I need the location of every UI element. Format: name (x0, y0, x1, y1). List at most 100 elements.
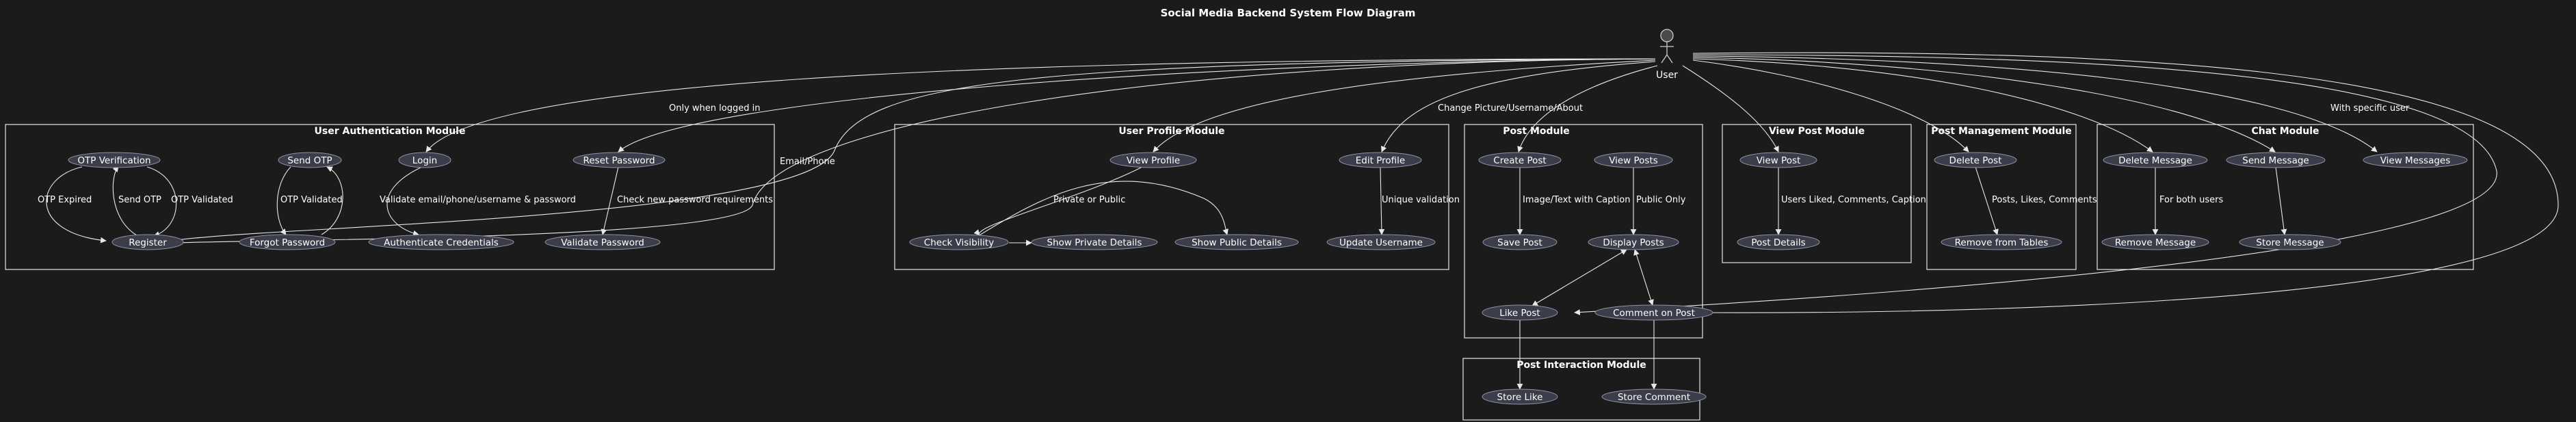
usecase-display-posts[interactable]: Display Posts (1588, 234, 1679, 250)
edge-user-view-profile (1153, 60, 1656, 153)
usecase-view-post[interactable]: View Post (1739, 152, 1817, 168)
edge-sendotp-forgot (276, 166, 291, 235)
edge-label: Change Picture/Username/About (1438, 103, 1583, 114)
usecase-show-private-details[interactable]: Show Private Details (1031, 234, 1158, 250)
svg-text:Display Posts: Display Posts (1603, 237, 1664, 248)
edge-reset-validate (601, 166, 619, 235)
edge-display-like (1532, 249, 1627, 306)
package-chat: Chat Module (2097, 124, 2474, 270)
actor-head-icon (1660, 29, 1674, 42)
usecase-update-username[interactable]: Update Username (1326, 234, 1436, 250)
usecase-show-public-details[interactable]: Show Public Details (1174, 234, 1299, 250)
usecase-remove-message[interactable]: Remove Message (2101, 234, 2209, 250)
svg-text:Store Message: Store Message (2256, 237, 2324, 248)
usecase-post-details[interactable]: Post Details (1737, 234, 1820, 250)
usecase-store-like[interactable]: Store Like (1482, 388, 1558, 405)
use-cases[interactable]: OTP Verification Send OTP Login Reset Pa… (68, 152, 2468, 405)
usecase-edit-profile[interactable]: Edit Profile (1339, 152, 1422, 168)
svg-text:Send OTP: Send OTP (287, 155, 332, 166)
edge-user-register (170, 58, 1656, 243)
package-title: Chat Module (2251, 126, 2319, 137)
svg-text:Reset Password: Reset Password (583, 155, 655, 166)
usecase-save-post[interactable]: Save Post (1482, 234, 1558, 250)
edge-label: Public Only (1636, 195, 1686, 205)
edge-label: Unique validation (1382, 195, 1460, 205)
actor-user[interactable]: User (1656, 29, 1678, 81)
edge-user-create-post (1517, 65, 1658, 153)
svg-text:Comment on Post: Comment on Post (1613, 308, 1695, 319)
package-title: Post Management Module (1931, 126, 2072, 137)
usecase-register[interactable]: Register (111, 234, 184, 250)
svg-text:View Post: View Post (1757, 155, 1801, 166)
usecase-forgot-password[interactable]: Forgot Password (239, 234, 336, 250)
package-title: View Post Module (1769, 126, 1865, 137)
package-user-authentication: User Authentication Module (5, 124, 775, 270)
svg-text:Edit Profile: Edit Profile (1356, 155, 1405, 166)
edge-user-delete-message (1692, 58, 2153, 153)
svg-text:Update Username: Update Username (1339, 237, 1423, 248)
svg-text:Authenticate Credentials: Authenticate Credentials (384, 237, 499, 248)
svg-text:Show Private Details: Show Private Details (1047, 237, 1142, 248)
svg-text:Delete Message: Delete Message (2118, 155, 2192, 166)
usecase-remove-from-tables[interactable]: Remove from Tables (1941, 234, 2062, 250)
svg-text:Post Details: Post Details (1751, 237, 1805, 248)
svg-text:Store Like: Store Like (1497, 392, 1543, 403)
usecase-reset-password[interactable]: Reset Password (573, 152, 666, 168)
svg-text:Delete Post: Delete Post (1949, 155, 2002, 166)
svg-text:Register: Register (129, 237, 167, 248)
usecase-store-message[interactable]: Store Message (2239, 234, 2341, 250)
usecase-otp-verification[interactable]: OTP Verification (68, 152, 161, 168)
package-title: User Profile Module (1118, 126, 1224, 137)
edge-sendmsg-store (2275, 166, 2287, 235)
edge-label: For both users (2159, 195, 2223, 205)
usecase-delete-post[interactable]: Delete Post (1934, 152, 2017, 168)
usecase-validate-password[interactable]: Validate Password (544, 234, 661, 250)
edge-label: OTP Validated (280, 195, 343, 205)
svg-text:View Messages: View Messages (2380, 155, 2451, 166)
usecase-login[interactable]: Login (398, 152, 451, 168)
svg-text:Remove from Tables: Remove from Tables (1955, 237, 2049, 248)
usecase-store-comment[interactable]: Store Comment (1601, 388, 1707, 405)
svg-text:OTP Verification: OTP Verification (77, 155, 150, 166)
actor-label: User (1656, 70, 1678, 81)
edge-user-register-2 (174, 58, 1656, 246)
edge-label: Validate email/phone/username & password (380, 195, 576, 205)
edge-forgot-sendotp (321, 166, 343, 235)
edge-display-comment (1633, 249, 1654, 306)
edge-labels: Only when logged in Email/Phone Change P… (38, 103, 2410, 205)
edge-user-delete-post (1692, 60, 1969, 153)
edge-label: Private or Public (1053, 195, 1125, 205)
usecase-authenticate-credentials[interactable]: Authenticate Credentials (368, 234, 514, 250)
edge-label: Image/Text with Caption (1523, 195, 1630, 205)
package-title: Post Interaction Module (1516, 360, 1646, 371)
edge-user-view-messages (1692, 55, 2378, 153)
usecase-delete-message[interactable]: Delete Message (2103, 152, 2208, 168)
edge-user-view-post (1682, 65, 1779, 153)
edge-register-otp (112, 166, 137, 236)
usecase-like-post[interactable]: Like Post (1482, 304, 1558, 321)
usecase-view-messages[interactable]: View Messages (2363, 152, 2468, 168)
edge-otp-register-2 (146, 166, 177, 237)
usecase-comment-on-post[interactable]: Comment on Post (1594, 304, 1713, 321)
edge-label: With specific user (2330, 103, 2410, 114)
edge-label: OTP Expired (38, 195, 92, 205)
edge-label: Check new password requirements (617, 195, 773, 205)
svg-text:Save Post: Save Post (1497, 237, 1542, 248)
usecase-create-post[interactable]: Create Post (1478, 152, 1562, 168)
package-post-management: Post Management Module (1926, 124, 2077, 270)
edge-delete-remove (1975, 166, 1999, 235)
edge-label: Users Liked, Comments, Caption (1781, 195, 1926, 205)
edge-user-send-message (1692, 57, 2276, 153)
usecase-send-otp[interactable]: Send OTP (278, 152, 342, 168)
edge-user-edit-profile (1380, 61, 1656, 153)
usecase-send-message[interactable]: Send Message (2226, 152, 2326, 168)
package-post: Post Module (1464, 124, 1703, 339)
usecase-check-visibility[interactable]: Check Visibility (909, 234, 1009, 250)
usecase-view-posts[interactable]: View Posts (1594, 152, 1673, 168)
edge-user-comment-post (1692, 52, 2559, 316)
usecase-view-profile[interactable]: View Profile (1109, 152, 1197, 168)
internal-edges (46, 166, 2287, 390)
edge-otp-register (46, 166, 107, 243)
edge-user-login (425, 58, 1656, 153)
